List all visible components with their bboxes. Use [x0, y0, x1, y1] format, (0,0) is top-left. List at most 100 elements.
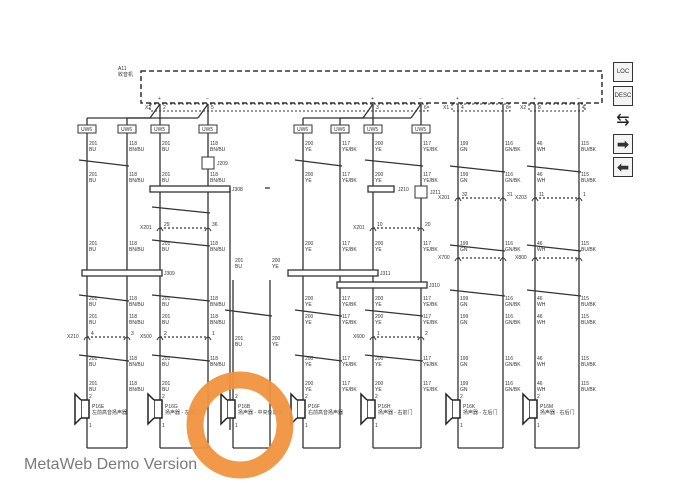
- wire-number: 199: [460, 381, 469, 387]
- twist-mark: [151, 239, 211, 247]
- connector-x2-box: [149, 103, 429, 112]
- pin-polarity: +: [371, 96, 374, 102]
- wire-color: BU/BK: [581, 387, 597, 393]
- wire-color: GN/BK: [505, 387, 521, 393]
- wire-number: 118: [129, 314, 137, 320]
- wire-number: 201: [235, 258, 244, 264]
- wire-color: YE: [305, 302, 312, 308]
- wire-number: 117: [423, 296, 431, 302]
- wire-number: 201: [162, 381, 171, 387]
- speaker-pin: 1: [235, 423, 238, 429]
- speaker-name: 扬声器 - 右后门: [540, 409, 574, 416]
- twist-mark: [294, 309, 343, 317]
- wire-number: 201: [89, 141, 98, 147]
- wire-number: 200: [305, 381, 314, 387]
- wire-number: 201: [89, 314, 98, 320]
- connector-pin-icon: [454, 197, 462, 202]
- wire-number: 116: [505, 241, 513, 247]
- wire-color: BU/BK: [581, 302, 597, 308]
- connector-pin: 3: [131, 331, 134, 337]
- wire-number: 200: [375, 356, 384, 362]
- connector-pin: 11: [539, 192, 544, 198]
- speaker-id: P16K: [463, 404, 476, 410]
- wire-number: 199: [460, 296, 469, 302]
- wire-color: BU: [162, 302, 169, 308]
- connector-name: X203: [515, 195, 527, 201]
- pin-polarity: −: [577, 96, 580, 102]
- splice-box: [414, 185, 428, 199]
- wire-number: 117: [423, 172, 431, 178]
- splice-label: J311: [380, 271, 391, 277]
- wire-color: BU: [89, 387, 96, 393]
- desc-button[interactable]: DESC: [613, 86, 633, 106]
- wire-number: 201: [89, 356, 98, 362]
- wire-color: WH: [537, 387, 546, 393]
- wire-color: YE/BK: [423, 247, 438, 253]
- speaker-name: 扬声器 - 中央仪表板: [238, 409, 282, 416]
- speaker-id: P16F: [308, 404, 320, 410]
- connector-name: X600: [353, 334, 365, 340]
- next-button[interactable]: ➡: [613, 134, 633, 154]
- wire-number: 200: [375, 141, 384, 147]
- wire-number: 46: [537, 241, 543, 247]
- speaker-icon: [153, 399, 163, 419]
- wire-number: 116: [505, 296, 513, 302]
- highlight-circle: [186, 371, 294, 479]
- wire-color: BU: [89, 178, 96, 184]
- wire-number: 200: [272, 336, 281, 342]
- connector-pin: 2: [425, 331, 428, 337]
- wire-color: YE: [305, 147, 312, 153]
- wire-number: 117: [423, 141, 431, 147]
- wire-color: BN/BU: [129, 147, 145, 153]
- wire-number: 118: [210, 314, 218, 320]
- wire-number: 201: [89, 296, 98, 302]
- wire-number: 201: [89, 241, 98, 247]
- wire-number: 117: [342, 381, 350, 387]
- connector-pin: 32: [462, 192, 468, 198]
- wire-color: BU: [235, 264, 242, 270]
- pin-number: 6: [424, 105, 427, 111]
- wire-color: YE/BK: [342, 178, 357, 184]
- swap-icon[interactable]: ⇆: [616, 112, 630, 129]
- speaker-pin: 2: [89, 394, 92, 400]
- wire-tag: UW5: [367, 127, 378, 133]
- wire-number: 200: [272, 258, 281, 264]
- loc-button[interactable]: LOC: [613, 62, 633, 82]
- module-box: [140, 70, 603, 104]
- connector-pin: 2: [164, 331, 167, 337]
- wire-color: GN/BK: [505, 362, 521, 368]
- wire-color: BN/BU: [210, 247, 226, 253]
- speaker-pin: 2: [460, 394, 463, 400]
- connector-name: X500: [140, 334, 152, 340]
- connector-pin-icon: [204, 227, 212, 232]
- wire-number: 118: [129, 241, 137, 247]
- connector-pin: 1: [583, 192, 586, 198]
- prev-button[interactable]: ⬅: [613, 157, 633, 177]
- wire-color: BN/BU: [129, 320, 145, 326]
- splice-label: J211: [430, 190, 441, 196]
- splice-label: J309: [164, 271, 175, 277]
- pin-polarity: +: [456, 96, 459, 102]
- connector-name: X201: [140, 225, 152, 231]
- wire-number: 46: [537, 172, 543, 178]
- wire-number: 199: [460, 314, 469, 320]
- wire-number: 200: [375, 241, 384, 247]
- wire-number: 115: [581, 381, 589, 387]
- wire-line: [149, 103, 161, 119]
- speaker-icon: [366, 399, 376, 419]
- loc-label: LOC: [616, 69, 630, 75]
- wire-color: BU: [89, 362, 96, 368]
- wire-number: 116: [505, 356, 513, 362]
- wire-color: YE/BK: [342, 302, 357, 308]
- twist-mark: [151, 294, 211, 302]
- wire-number: 115: [581, 241, 589, 247]
- connector-pin-icon: [83, 336, 91, 341]
- speaker-icon: [528, 399, 538, 419]
- wire-number: 116: [505, 314, 513, 320]
- twist-mark: [78, 294, 130, 302]
- speaker-icon: [80, 399, 90, 419]
- connector-label: X2: [145, 105, 151, 111]
- wire-number: 200: [375, 381, 384, 387]
- wire-tag: UW6: [121, 127, 132, 133]
- twist-mark: [526, 289, 582, 297]
